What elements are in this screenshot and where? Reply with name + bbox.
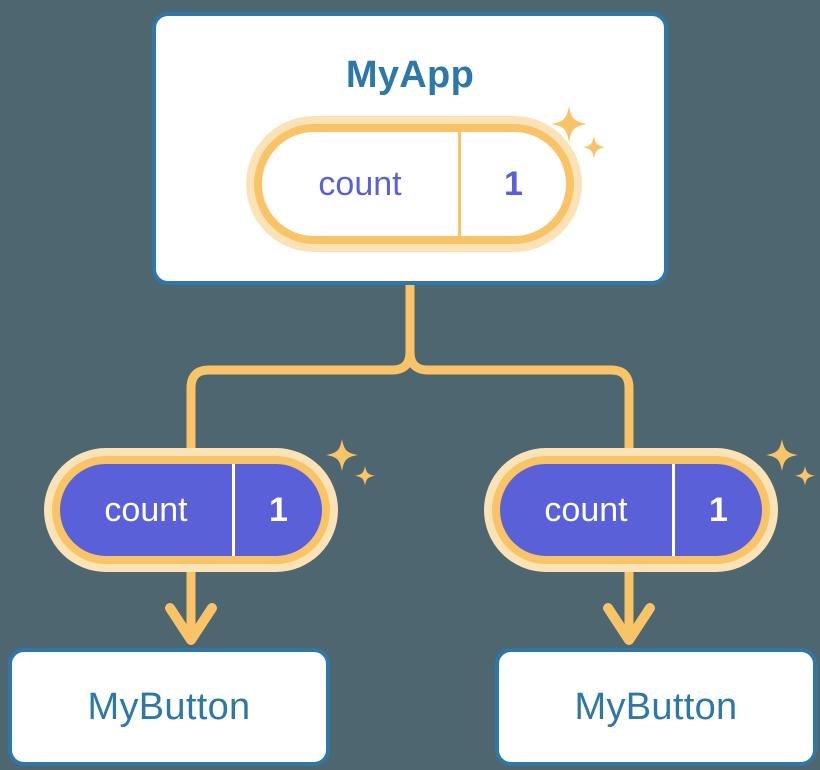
state-value: 1 (232, 464, 322, 556)
branch-connector-right (405, 347, 634, 463)
state-key: count (544, 490, 628, 529)
arrow-down-icon-right (603, 567, 655, 645)
state-pill-body[interactable]: count 1 (52, 456, 330, 564)
sparkle-four-point-small (583, 136, 605, 159)
component-card-myapp[interactable]: MyApp count 1 (152, 12, 668, 285)
arrow-down-icon-left (165, 567, 217, 645)
state-pill-body[interactable]: count 1 (492, 456, 770, 564)
state-value: 1 (672, 464, 762, 556)
state-pill-body[interactable]: count 1 (254, 124, 574, 244)
state-pill-child-right[interactable]: count 1 (484, 448, 778, 572)
component-card-label: MyButton (574, 685, 738, 728)
branch-connector (186, 280, 415, 463)
component-card-label: MyButton (87, 685, 251, 728)
component-card-mybutton-left[interactable]: MyButton (8, 648, 330, 766)
state-key: count (318, 164, 402, 203)
state-value: 1 (458, 132, 566, 236)
state-key: count (104, 490, 188, 529)
state-pill-child-left[interactable]: count 1 (44, 448, 338, 572)
state-pill-root[interactable]: count 1 (246, 116, 582, 252)
page-title: MyApp (345, 54, 475, 96)
component-card-mybutton-right[interactable]: MyButton (495, 648, 817, 766)
